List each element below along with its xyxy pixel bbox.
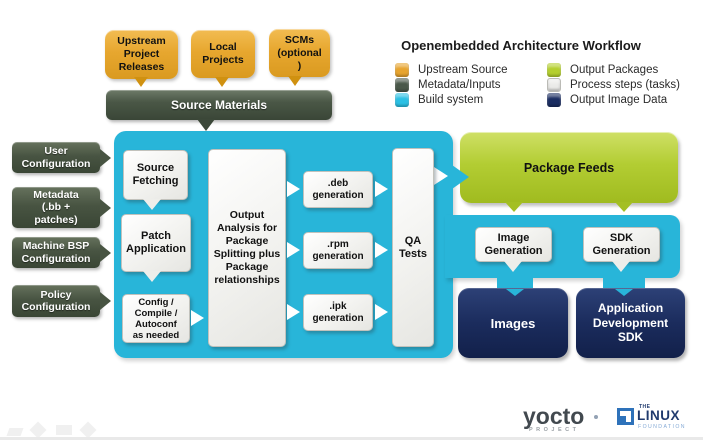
source-fetching-box: Source Fetching	[123, 150, 188, 200]
images-box: Images	[458, 288, 568, 358]
legend-label: Metadata/Inputs	[418, 78, 501, 91]
image-generation-box: Image Generation	[475, 227, 552, 262]
arrow-config-to-analysis	[191, 310, 204, 326]
watermark-shape	[79, 421, 97, 439]
legend-label: Process steps (tasks)	[570, 78, 680, 91]
user-configuration-box: User Configuration	[12, 142, 111, 173]
output-analysis-label: Output Analysis for Package Splitting pl…	[213, 209, 281, 286]
images-label: Images	[490, 315, 536, 331]
arrow-down-to-images	[506, 289, 524, 296]
legend-item-output-image-data: Output Image Data	[547, 92, 667, 107]
build-system-swatch	[395, 92, 409, 107]
output-image-data-swatch	[547, 92, 561, 107]
yocto-logo-dot	[594, 415, 598, 419]
connector-to-sdk	[603, 276, 645, 289]
rpm-generation-box: .rpm generation	[303, 232, 373, 269]
legend-item-process-steps: Process steps (tasks)	[547, 77, 680, 92]
linux-foundation-icon	[617, 408, 634, 425]
config-compile-label: Config / Compile / Autoconf as needed	[132, 296, 180, 341]
qa-tests-box: QA Tests	[392, 148, 434, 347]
policy-configuration-box: Policy Configuration	[12, 285, 111, 317]
legend-item-upstream-source: Upstream Source	[395, 62, 507, 77]
upstream-project-releases-box: Upstream Project Releases	[105, 30, 178, 79]
package-feeds-tail-left	[505, 202, 523, 212]
upstream-tail-arrow	[134, 77, 148, 87]
metadata-label: Metadata (.bb + patches)	[33, 188, 79, 226]
watermark-shape	[6, 428, 24, 436]
scms-label: SCMs (optional )	[277, 33, 322, 72]
machine-bsp-configuration-box: Machine BSP Configuration	[12, 237, 111, 268]
arrow-down-to-sdk	[615, 289, 633, 296]
scms-tail-arrow	[288, 76, 302, 86]
legend-label: Build system	[418, 93, 484, 106]
metadata-box: Metadata (.bb + patches)	[12, 187, 111, 228]
linux-foundation-icon-square	[620, 416, 626, 422]
source-materials-arrow-down	[197, 119, 215, 131]
user-configuration-label: User Configuration	[21, 145, 91, 170]
arrow-analysis-to-ipk	[287, 304, 300, 320]
bottom-edge-strip	[0, 437, 703, 440]
arrow-analysis-to-rpm	[287, 242, 300, 258]
process-steps-swatch	[547, 77, 561, 92]
application-development-sdk-box: Application Development SDK	[576, 288, 685, 358]
machine-bsp-configuration-label: Machine BSP Configuration	[21, 240, 91, 265]
ipk-generation-label: .ipk generation	[312, 300, 364, 324]
scms-box: SCMs (optional )	[269, 29, 330, 77]
qa-tests-label: QA Tests	[399, 234, 427, 260]
deb-generation-box: .deb generation	[303, 171, 373, 208]
arrow-sdk-generation-down	[612, 261, 630, 272]
legend-item-output-packages: Output Packages	[547, 62, 658, 77]
upstream-project-releases-label: Upstream Project Releases	[117, 35, 166, 73]
local-projects-tail-arrow	[215, 77, 229, 87]
legend-label: Output Image Data	[570, 93, 668, 106]
source-fetching-label: Source Fetching	[132, 162, 179, 187]
watermark-shape	[29, 421, 47, 439]
package-feeds-tail-right	[615, 202, 633, 212]
linux-foundation-the-label: THE	[639, 404, 651, 410]
ipk-generation-box: .ipk generation	[303, 294, 373, 331]
package-feeds-label: Package Feeds	[523, 160, 615, 175]
arrow-patch-application-down	[143, 271, 161, 282]
yocto-logo: yocto	[523, 403, 585, 429]
patch-application-box: Patch Application	[121, 214, 191, 272]
package-feeds-box: Package Feeds	[460, 132, 678, 203]
rpm-generation-label: .rpm generation	[312, 238, 364, 262]
source-materials-label: Source Materials	[170, 98, 268, 112]
upstream-source-swatch	[395, 62, 409, 77]
image-generation-label: Image Generation	[484, 231, 543, 257]
yocto-project-label: PROJECT	[529, 427, 580, 433]
sdk-generation-label: SDK Generation	[592, 231, 651, 257]
legend-item-build-system: Build system	[395, 92, 483, 107]
linux-foundation-linux-label: LINUX	[637, 408, 680, 423]
arrow-ipk-to-qa	[375, 304, 388, 320]
output-analysis-box: Output Analysis for Package Splitting pl…	[208, 149, 286, 347]
local-projects-box: Local Projects	[191, 30, 255, 78]
arrow-analysis-to-deb	[287, 181, 300, 197]
local-projects-label: Local Projects	[202, 41, 244, 66]
arrow-rpm-to-qa	[375, 242, 388, 258]
legend-label: Upstream Source	[418, 63, 508, 76]
deb-generation-label: .deb generation	[312, 177, 364, 201]
output-packages-swatch	[547, 62, 561, 77]
linux-foundation-foundation-label: FOUNDATION	[638, 424, 686, 430]
sdk-generation-box: SDK Generation	[583, 227, 660, 262]
connector-to-images	[497, 276, 533, 289]
application-development-sdk-label: Application Development SDK	[592, 301, 669, 345]
arrow-source-fetching-down	[143, 199, 161, 210]
legend-label: Output Packages	[570, 63, 659, 76]
watermark-shape	[56, 425, 72, 435]
legend-title: Openembedded Architecture Workflow	[401, 38, 641, 53]
patch-application-label: Patch Application	[126, 230, 186, 255]
metadata-inputs-swatch	[395, 77, 409, 92]
legend-item-metadata-inputs: Metadata/Inputs	[395, 77, 500, 92]
arrow-deb-to-qa	[375, 181, 388, 197]
arrow-qa-to-package-feeds	[434, 167, 448, 185]
source-materials-bar: Source Materials	[106, 90, 332, 120]
arrow-image-generation-down	[504, 261, 522, 272]
config-compile-box: Config / Compile / Autoconf as needed	[122, 294, 190, 343]
policy-configuration-label: Policy Configuration	[21, 288, 91, 314]
arrow-build-to-package-feeds	[452, 165, 469, 189]
